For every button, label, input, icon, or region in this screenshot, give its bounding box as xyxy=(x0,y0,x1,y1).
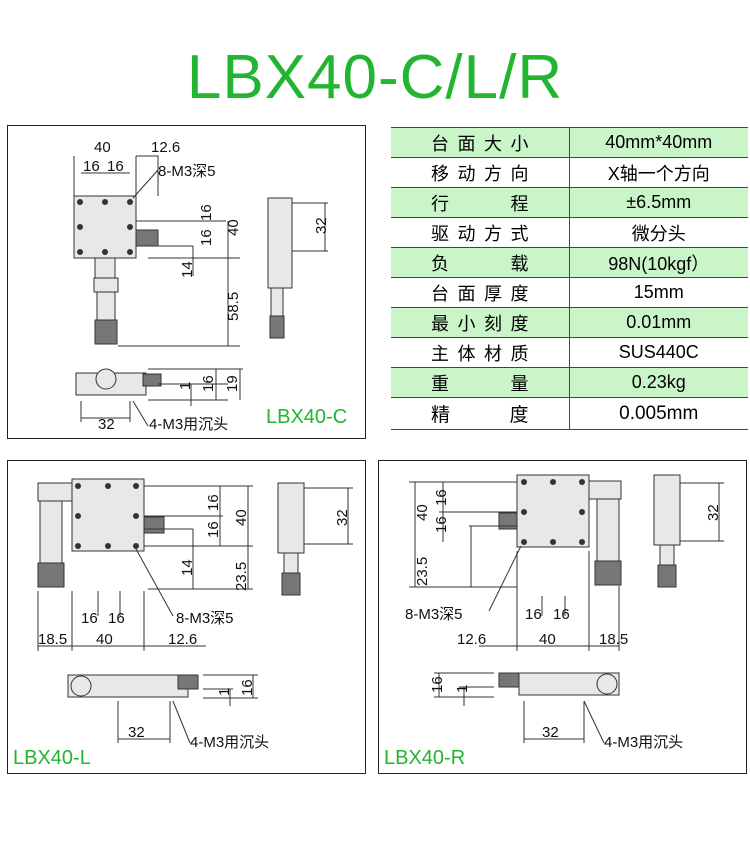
spec-value: 15mm xyxy=(569,277,748,308)
spec-key: 移动方向 xyxy=(391,157,570,188)
stage-top-view xyxy=(73,195,137,259)
dim-s32: 32 xyxy=(705,504,722,521)
spec-value: 微分头 xyxy=(569,217,748,248)
dim-b16: 16 xyxy=(429,676,446,693)
stage-side-view xyxy=(277,482,305,554)
dim-v16a: 16 xyxy=(433,489,450,506)
dim-v23-5: 23.5 xyxy=(233,562,250,591)
spec-key: 台面大小 xyxy=(391,127,570,158)
stage-side-view xyxy=(267,197,293,289)
dim-b19: 19 xyxy=(224,375,241,392)
spec-key: 负载 xyxy=(391,247,570,278)
dim-b16: 16 xyxy=(239,679,256,696)
spec-key: 精度 xyxy=(391,397,570,430)
dim-16a: 16 xyxy=(81,610,98,627)
dim-v40: 40 xyxy=(414,504,431,521)
dim-16a: 16 xyxy=(525,606,542,623)
dim-v16b: 16 xyxy=(198,229,215,246)
dim-v14: 14 xyxy=(179,261,196,278)
spec-value: 98N(10kgf） xyxy=(569,247,748,278)
dim-v14: 14 xyxy=(179,559,196,576)
dim-v40: 40 xyxy=(225,219,242,236)
micrometer-thimble xyxy=(594,560,622,586)
label-hole-spec: 8-M3深5 xyxy=(158,163,216,180)
dim-b32: 32 xyxy=(128,724,145,741)
label-countersink: 4-M3用沉头 xyxy=(604,734,683,751)
dim-b1: 1 xyxy=(454,685,471,693)
table-row: 行程±6.5mm xyxy=(391,187,748,218)
dim-v23-5: 23.5 xyxy=(414,557,431,586)
spec-value: ±6.5mm xyxy=(569,187,748,218)
dim-12-6: 12.6 xyxy=(151,139,180,156)
dim-v16a: 16 xyxy=(198,204,215,221)
micrometer-thimble xyxy=(94,319,118,345)
table-row: 驱动方式微分头 xyxy=(391,217,748,248)
dim-v58-5: 58.5 xyxy=(225,292,242,321)
spec-key: 主体材质 xyxy=(391,337,570,368)
model-label-l: LBX40-L xyxy=(13,747,91,769)
label-countersink: 4-M3用沉头 xyxy=(190,734,269,751)
dim-16b: 16 xyxy=(108,610,125,627)
dim-b1: 1 xyxy=(216,688,233,696)
lock-knob xyxy=(135,229,159,247)
stage-top-view xyxy=(516,474,590,548)
label-hole-spec: 8-M3深5 xyxy=(176,610,234,627)
stage-top-view xyxy=(71,478,145,552)
spec-key: 驱动方式 xyxy=(391,217,570,248)
dim-w40: 40 xyxy=(96,631,113,648)
dim-s32: 32 xyxy=(334,509,351,526)
dim-v16b: 16 xyxy=(433,516,450,533)
dim-18-5: 18.5 xyxy=(38,631,67,648)
spec-key: 台面厚度 xyxy=(391,277,570,308)
dim-v16a: 16 xyxy=(205,494,222,511)
drawing-panel-l: 16 16 40 14 23.5 16 16 8-M3深5 18.5 40 12… xyxy=(7,460,366,774)
dim-s32: 32 xyxy=(313,217,330,234)
drawing-l: 16 16 40 14 23.5 16 16 8-M3深5 18.5 40 12… xyxy=(37,478,353,751)
drawing-panel-r: 40 16 16 23.5 8-M3深5 16 16 12.6 40 18.5 … xyxy=(378,460,747,774)
spec-value: 0.005mm xyxy=(569,397,748,430)
dim-16b: 16 xyxy=(107,158,124,175)
model-label-c: LBX40-C xyxy=(266,406,348,428)
dim-16a: 16 xyxy=(83,158,100,175)
dim-40: 40 xyxy=(94,139,111,156)
drawing-r: 40 16 16 23.5 8-M3深5 16 16 12.6 40 18.5 … xyxy=(405,474,724,751)
dim-v16b: 16 xyxy=(205,521,222,538)
spec-key: 重量 xyxy=(391,367,570,398)
spec-value: SUS440C xyxy=(569,337,748,368)
dim-b32: 32 xyxy=(542,724,559,741)
spec-key: 最小刻度 xyxy=(391,307,570,338)
dim-12-6: 12.6 xyxy=(168,631,197,648)
dim-v40: 40 xyxy=(233,509,250,526)
spec-value: 40mm*40mm xyxy=(569,127,748,158)
dim-b32: 32 xyxy=(98,416,115,433)
dim-b16: 16 xyxy=(200,375,217,392)
drawing-c: 40 12.6 16 16 8-M3深5 16 16 40 14 58.5 32… xyxy=(73,139,330,433)
stage-side-view xyxy=(653,474,681,546)
drawing-panel-c: 40 12.6 16 16 8-M3深5 16 16 40 14 58.5 32… xyxy=(7,125,366,439)
model-label-r: LBX40-R xyxy=(384,747,466,769)
dim-16b: 16 xyxy=(553,606,570,623)
label-hole-spec: 8-M3深5 xyxy=(405,606,463,623)
dim-18-5: 18.5 xyxy=(599,631,628,648)
spec-key: 行程 xyxy=(391,187,570,218)
spec-value: 0.23kg xyxy=(569,367,748,398)
micrometer-thimble xyxy=(37,562,65,588)
dim-b1: 1 xyxy=(177,382,194,390)
dim-12-6: 12.6 xyxy=(457,631,486,648)
spec-value: X轴一个方向 xyxy=(569,157,748,188)
label-countersink: 4-M3用沉头 xyxy=(149,416,228,433)
product-title: LBX40-C/L/R xyxy=(186,43,564,112)
dim-w40: 40 xyxy=(539,631,556,648)
spec-value: 0.01mm xyxy=(569,307,748,338)
